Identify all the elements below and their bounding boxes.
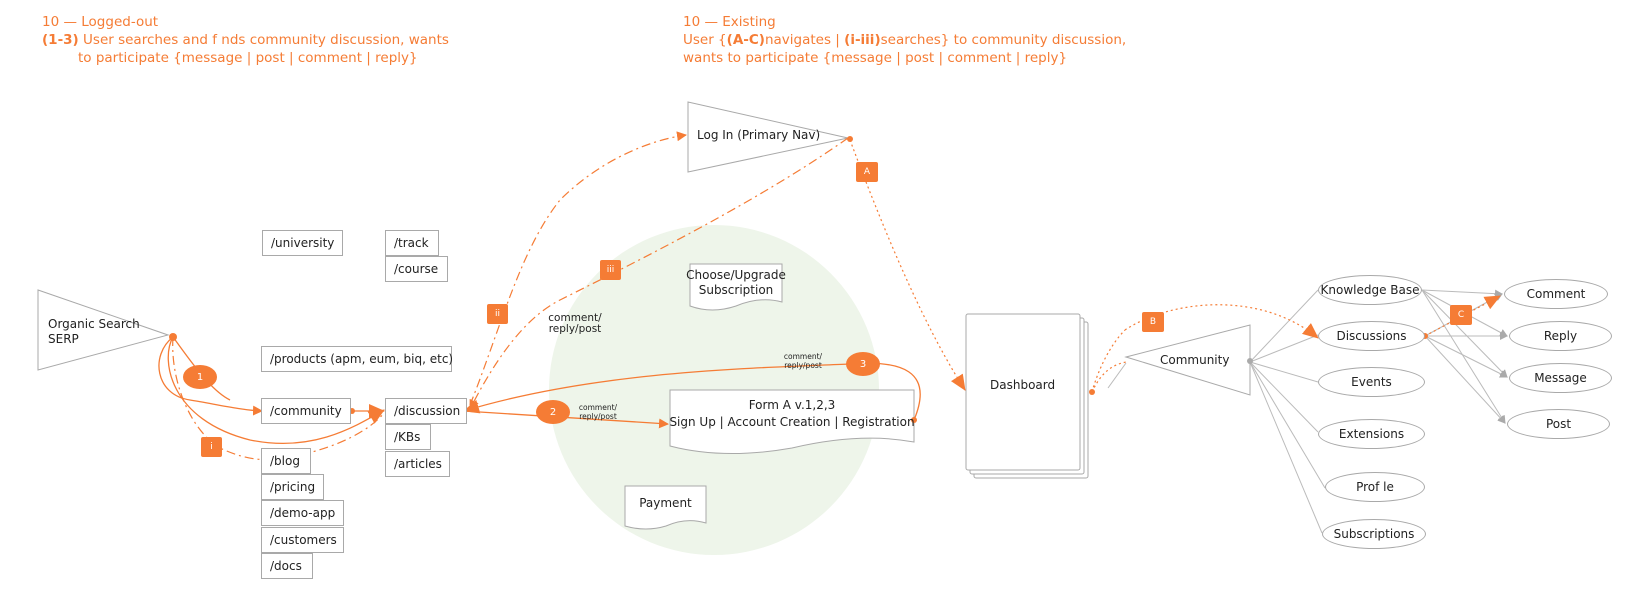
- step-ii-badge: ii: [487, 304, 508, 324]
- login-dot: [847, 136, 853, 142]
- dashboard-page-front: [965, 313, 1081, 471]
- form-a-dot: [911, 417, 917, 423]
- extensions-node[interactable]: Extensions: [1318, 419, 1425, 449]
- community-path-node[interactable]: /community: [261, 398, 351, 424]
- profile-node[interactable]: Prof le: [1325, 472, 1425, 502]
- header-left-title: 10 — Logged-out: [42, 14, 159, 30]
- payment-shape: [624, 485, 707, 530]
- choose-upgrade-shape: [689, 263, 783, 311]
- comment-node[interactable]: Comment: [1504, 279, 1608, 309]
- header-right-line1: User {(A-C)navigates | (i-iii)searches} …: [683, 31, 1126, 49]
- kbs-node[interactable]: /KBs: [385, 424, 431, 450]
- post-node[interactable]: Post: [1507, 409, 1610, 439]
- header-left: 10 — Logged-out (1-3) User searches and …: [42, 13, 449, 67]
- header-right-bold2: (i-iii): [844, 32, 881, 48]
- message-node[interactable]: Message: [1509, 363, 1612, 393]
- organic-search-label[interactable]: Organic Search SERP: [48, 317, 140, 346]
- header-left-line1-text: User searches and f nds community discus…: [78, 32, 449, 48]
- header-right-line2: wants to participate {message | post | c…: [683, 50, 1068, 66]
- step-i-badge: i: [201, 437, 222, 457]
- step-2-badge: 2: [536, 400, 570, 424]
- login-triangle: [687, 101, 849, 173]
- articles-node[interactable]: /articles: [385, 451, 450, 477]
- step-iii-badge: iii: [600, 260, 621, 280]
- events-node[interactable]: Events: [1318, 367, 1425, 397]
- comment-reply-post-3-label: comment/ reply/post: [783, 352, 823, 370]
- discussions-node[interactable]: Discussions: [1318, 321, 1425, 351]
- step-c-badge: C: [1450, 305, 1472, 325]
- payment-label[interactable]: Payment: [639, 496, 692, 510]
- choose-upgrade-label[interactable]: Choose/Upgrade Subscription: [686, 268, 786, 297]
- header-right-title: 10 — Existing: [683, 14, 776, 30]
- header-left-line1: (1-3) User searches and f nds community …: [42, 31, 449, 49]
- docs-node[interactable]: /docs: [261, 553, 313, 579]
- step-3-badge: 3: [846, 352, 880, 376]
- blog-node[interactable]: /blog: [261, 448, 311, 474]
- university-node[interactable]: /university: [262, 230, 343, 256]
- form-a-shape: [669, 389, 915, 454]
- comment-reply-post-mid-label: comment/ reply/post: [548, 312, 602, 335]
- discussion-node[interactable]: /discussion: [385, 398, 467, 424]
- header-left-bold: (1-3): [42, 32, 79, 48]
- header-left-line2: to participate {message | post | comment…: [78, 50, 418, 66]
- pricing-node[interactable]: /pricing: [261, 474, 324, 500]
- community-label[interactable]: Community: [1160, 353, 1230, 367]
- step-b-badge: B: [1142, 312, 1164, 332]
- organic-search-dot: [169, 333, 177, 341]
- knowledge-base-node[interactable]: Knowledge Base: [1318, 275, 1422, 305]
- track-node[interactable]: /track: [385, 230, 439, 256]
- header-right-line1-post: searches} to community discussion,: [880, 32, 1127, 48]
- customers-node[interactable]: /customers: [261, 527, 344, 553]
- comment-reply-post-2-label: comment/ reply/post: [578, 403, 618, 421]
- header-right-line1-pre: User {: [683, 32, 727, 48]
- login-label[interactable]: Log In (Primary Nav): [697, 128, 821, 142]
- subscriptions-node[interactable]: Subscriptions: [1322, 519, 1426, 549]
- header-right-bold1: (A-C): [726, 32, 765, 48]
- reply-node[interactable]: Reply: [1509, 321, 1612, 351]
- header-right: 10 — Existing User {(A-C)navigates | (i-…: [683, 13, 1126, 67]
- organic-search-triangle: [37, 289, 170, 371]
- dashboard-dot: [1089, 389, 1095, 395]
- community-joint-dot: [1247, 358, 1253, 364]
- header-right-line1-mid: navigates |: [764, 32, 845, 48]
- demo-app-node[interactable]: /demo-app: [261, 500, 344, 526]
- form-a-label[interactable]: Form A v.1,2,3 Sign Up | Account Creatio…: [669, 398, 915, 429]
- dashboard-label[interactable]: Dashboard: [990, 378, 1056, 392]
- products-node[interactable]: /products (apm, eum, biq, etc): [261, 346, 453, 372]
- course-node[interactable]: /course: [385, 256, 448, 282]
- step-1-badge: 1: [183, 365, 217, 389]
- step-a-badge: A: [856, 162, 878, 182]
